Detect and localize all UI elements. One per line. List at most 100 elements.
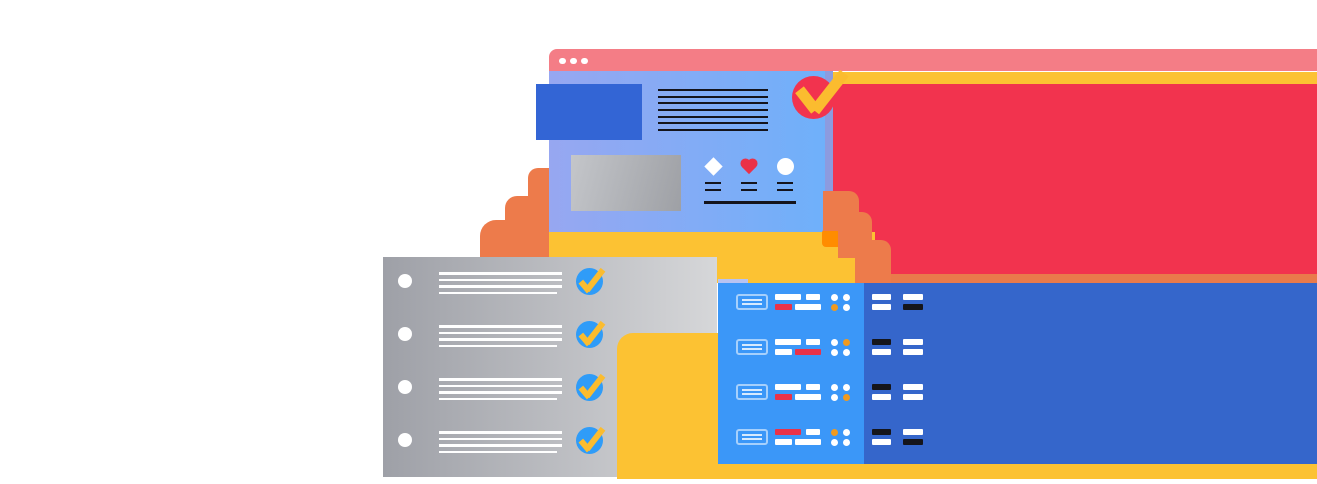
icon-caption-line (705, 182, 721, 184)
data-bar (903, 384, 923, 390)
window-edge-shadow (825, 71, 833, 232)
bullet-icon (398, 433, 412, 447)
checklist-text-line (439, 272, 562, 275)
table-row (718, 286, 948, 318)
card-line (742, 434, 762, 436)
titlebar-dot-icon (559, 57, 566, 64)
card-line (742, 303, 762, 305)
data-bar (795, 349, 821, 355)
browser-text-lines (658, 89, 768, 135)
status-dot (831, 384, 838, 391)
status-dot (843, 394, 850, 401)
left-hand-shape (480, 220, 549, 258)
icon-caption-line (777, 189, 793, 191)
checklist-text-line (439, 331, 562, 334)
data-bar (872, 429, 891, 435)
circle-icon (776, 157, 794, 175)
data-bar (903, 394, 923, 400)
data-bar (903, 439, 923, 445)
data-bar (775, 349, 792, 355)
text-line (658, 128, 768, 132)
list-card-icon (736, 384, 768, 400)
status-dot (843, 339, 850, 346)
titlebar-dot-icon (581, 57, 588, 64)
icon-caption-line (705, 189, 721, 191)
data-bar (806, 384, 820, 390)
check-badge-icon (576, 373, 603, 401)
checklist-text-line (439, 291, 557, 294)
data-bar (872, 439, 891, 445)
icon-caption-line (741, 189, 757, 191)
status-dot (831, 294, 838, 301)
text-line (658, 95, 768, 98)
yellow-band (828, 72, 1317, 84)
status-dot (843, 384, 850, 391)
text-line (658, 102, 768, 105)
checklist-row (383, 264, 717, 298)
status-dot (843, 294, 850, 301)
card-line (742, 393, 762, 395)
checklist-text-line (439, 384, 562, 387)
data-bar (775, 439, 792, 445)
data-bar (795, 439, 821, 445)
red-background-block (832, 84, 1317, 274)
checklist-row (383, 317, 717, 351)
status-dot (843, 349, 850, 356)
card-line (742, 348, 762, 350)
icon-caption-line (777, 182, 793, 184)
text-line (658, 89, 768, 92)
data-bar (903, 304, 923, 310)
data-table-right-section (864, 283, 1317, 464)
card-line (742, 299, 762, 301)
data-bar (872, 294, 891, 300)
text-line (658, 108, 768, 112)
data-bar (775, 294, 801, 300)
data-bar (806, 429, 820, 435)
data-bar (775, 339, 801, 345)
data-bar (775, 429, 801, 435)
table-row (718, 421, 948, 453)
card-line (742, 389, 762, 391)
data-bar (872, 339, 891, 345)
data-bar (872, 304, 891, 310)
status-dot (843, 439, 850, 446)
icon-caption-line (741, 182, 757, 184)
bullet-icon (398, 274, 412, 288)
checklist-row (383, 370, 717, 404)
data-bar (795, 304, 821, 310)
checklist-text-line (439, 450, 557, 453)
card-line (742, 344, 762, 346)
checklist-text-line (439, 397, 557, 400)
data-bar (872, 384, 891, 390)
status-dot (831, 439, 838, 446)
checklist-text-line (439, 285, 562, 288)
checklist-text-line (439, 338, 562, 341)
check-badge-icon (576, 320, 603, 348)
text-line (658, 115, 768, 118)
status-dot (843, 429, 850, 436)
data-bar (806, 339, 820, 345)
hero-image-placeholder (536, 84, 642, 140)
data-bar (806, 294, 820, 300)
divider-line (704, 201, 796, 204)
data-bar (872, 349, 891, 355)
bullet-icon (398, 327, 412, 341)
bullet-icon (398, 380, 412, 394)
data-bar (903, 339, 923, 345)
data-bar (903, 429, 923, 435)
table-row (718, 376, 948, 408)
status-dot (831, 394, 838, 401)
browser-titlebar-band (549, 49, 1317, 71)
list-card-icon (736, 339, 768, 355)
list-card-icon (736, 294, 768, 310)
checklist-text-line (439, 278, 562, 281)
text-line (658, 122, 768, 125)
list-card-icon (736, 429, 768, 445)
check-badge-icon (576, 426, 603, 454)
check-badge-icon (576, 267, 603, 295)
data-bar (903, 294, 923, 300)
status-dot (831, 339, 838, 346)
data-bar (775, 304, 792, 310)
table-row (718, 331, 948, 363)
